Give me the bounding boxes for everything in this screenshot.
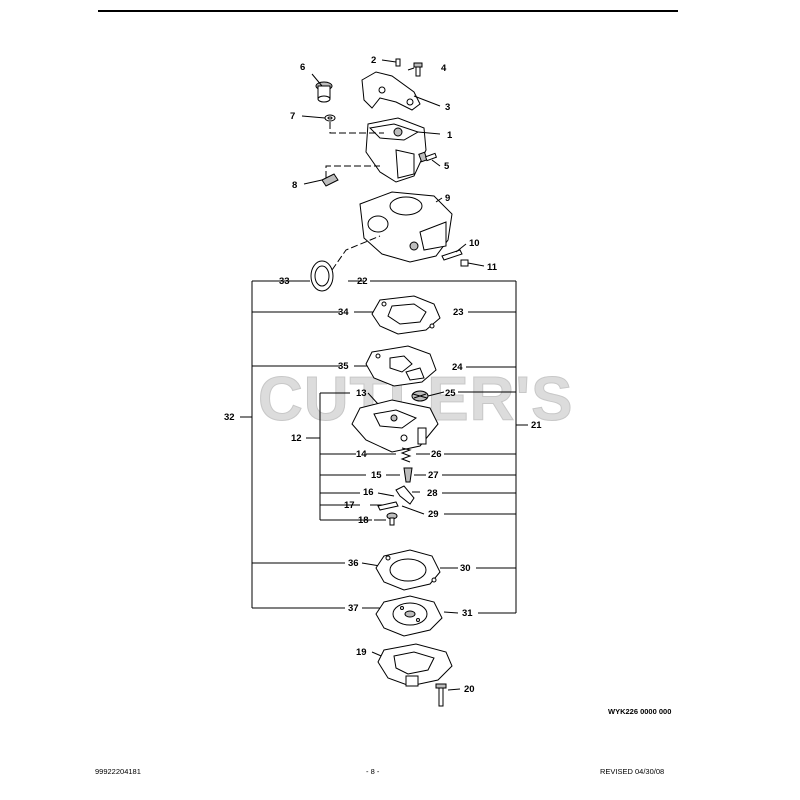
callout-18: 18	[358, 515, 369, 526]
part-1-throttle-body	[365, 117, 427, 183]
callout-21: 21	[531, 420, 542, 431]
part-29-lever-pin	[377, 501, 399, 511]
part-24-pump-diaphragm	[365, 345, 437, 387]
part-19-cover	[377, 643, 453, 687]
callout-1: 1	[447, 130, 453, 141]
callout-6: 6	[300, 62, 305, 73]
callout-32: 32	[224, 412, 235, 423]
part-28-metering-lever	[395, 485, 415, 505]
callout-33: 33	[279, 276, 290, 287]
part-2-pin	[395, 58, 401, 67]
callout-31: 31	[462, 608, 473, 619]
callout-20: 20	[464, 684, 475, 695]
part-30-metering-diaphragm	[375, 549, 441, 591]
part-33-seal-ring	[310, 260, 334, 292]
part-7-washer	[324, 114, 336, 122]
part-31-gasket	[375, 595, 443, 637]
callout-8: 8	[292, 180, 297, 191]
callout-12: 12	[291, 433, 302, 444]
part-13-pump-body	[351, 399, 439, 453]
callout-9: 9	[445, 193, 450, 204]
callout-11: 11	[487, 262, 498, 273]
callout-37: 37	[348, 603, 359, 614]
part-23-gasket	[371, 295, 441, 335]
callout-16: 16	[363, 487, 374, 498]
callout-25: 25	[445, 388, 456, 399]
footer-part-number: 99922204181	[95, 767, 141, 776]
callout-17: 17	[344, 500, 355, 511]
part-6-plug	[315, 81, 333, 103]
part-27-inlet-needle	[403, 467, 413, 483]
part-18-screw	[386, 512, 398, 526]
callout-15: 15	[371, 470, 382, 481]
part-3-throttle-lever	[361, 71, 421, 111]
footer-revised-date: REVISED 04/30/08	[600, 767, 665, 776]
callout-35: 35	[338, 361, 349, 372]
callout-13: 13	[356, 388, 367, 399]
callout-14: 14	[356, 449, 367, 460]
callout-29: 29	[428, 509, 439, 520]
part-20-screw	[435, 683, 447, 707]
part-9-carburetor-body	[359, 191, 453, 263]
callout-3: 3	[445, 102, 450, 113]
top-rule	[98, 10, 678, 12]
callout-28: 28	[427, 488, 438, 499]
callout-34: 34	[338, 307, 349, 318]
callout-23: 23	[453, 307, 464, 318]
callout-4: 4	[441, 63, 447, 74]
callout-26: 26	[431, 449, 442, 460]
drawing-code: WYK226 0000 000	[608, 707, 672, 716]
part-10-adjust-needle	[441, 249, 463, 261]
part-4-screw	[413, 62, 423, 77]
part-26-spring	[400, 447, 412, 463]
footer-page-number: - 8 -	[366, 767, 380, 776]
callout-19: 19	[356, 647, 367, 658]
callout-5: 5	[444, 161, 450, 172]
callout-10: 10	[469, 238, 480, 249]
callout-22: 22	[357, 276, 368, 287]
callout-24: 24	[452, 362, 463, 373]
callout-36: 36	[348, 558, 359, 569]
part-11-limiter-cap	[460, 259, 469, 267]
callout-7: 7	[290, 111, 295, 122]
part-5-screw	[418, 151, 438, 163]
part-8-clip	[321, 173, 339, 187]
callout-27: 27	[428, 470, 439, 481]
callout-30: 30	[460, 563, 471, 574]
callout-2: 2	[371, 55, 376, 66]
part-25-fuel-screen	[411, 390, 429, 402]
